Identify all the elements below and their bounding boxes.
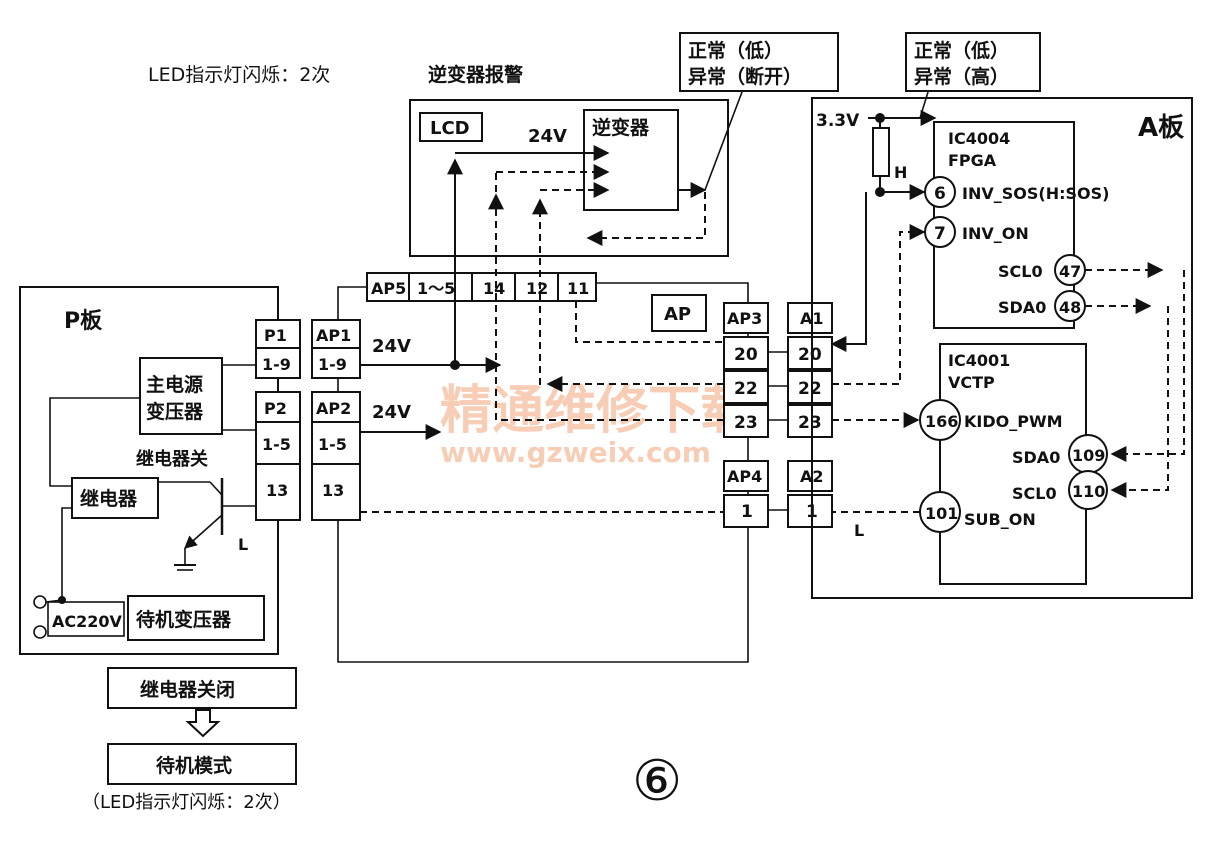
relay-closed-text: 继电器关闭 [140, 678, 235, 701]
inverter-label: 逆变器 [592, 116, 650, 139]
p2-pin13: 13 [266, 481, 288, 500]
a1-pin-22: 22 [798, 379, 822, 399]
led-note-text: （LED指示灯闪烁：2次） [82, 792, 291, 813]
ap3-pin-23: 23 [734, 413, 758, 433]
pin6-number: 6 [934, 184, 946, 204]
relay-off-caption: 继电器关 [136, 448, 208, 470]
pin109-number: 109 [1072, 446, 1105, 465]
ap5-pin-1-5: 1～5 [417, 279, 455, 298]
ac220v-label: AC220V [52, 612, 123, 631]
ap5-connector: AP5 1～5 14 12 11 [366, 272, 597, 302]
pin109-label: SDA0 [1012, 448, 1060, 467]
a1-pin-20: 20 [798, 345, 822, 365]
ap4-connector: AP4 1 [723, 460, 769, 528]
ap5-pin-12: 12 [526, 279, 548, 298]
inverter-status-box: 正常（低） 异常（断开） [679, 32, 839, 92]
ap1-pins: 1-9 [318, 355, 347, 374]
ap3-pin-22: 22 [734, 379, 758, 399]
led-blink-caption: LED指示灯闪烁：2次 [148, 64, 330, 86]
ap2-pins: 1-5 [318, 435, 347, 454]
pin166-number: 166 [925, 412, 958, 431]
p-board-title: P板 [64, 309, 103, 334]
a2-connector: A2 1 [787, 460, 833, 528]
pin47-label: SCL0 [998, 262, 1043, 281]
a-board-title: A板 [1138, 113, 1184, 143]
a-board: A板 [811, 97, 1193, 599]
main-transformer-line1: 主电源 [146, 373, 203, 396]
normal-low-text-2: 正常（低） [914, 39, 1009, 62]
ap5-label: AP5 [371, 279, 406, 298]
lcd-label: LCD [430, 118, 470, 139]
ap1-connector: AP1 1-9 [311, 319, 361, 379]
resistor-level-label: H [894, 163, 907, 182]
pin101-number: 101 [925, 504, 958, 523]
ap5-pin-14: 14 [483, 279, 505, 298]
pin47-number: 47 [1059, 262, 1081, 281]
ic4004-type: FPGA [948, 151, 997, 170]
ap2-connector: AP2 1-5 13 [311, 391, 361, 521]
sub-on-level-label: L [854, 521, 864, 540]
inverter-alarm-caption: 逆变器报警 [428, 63, 523, 86]
p1-connector: P1 1-9 [255, 319, 301, 379]
pin6-label: INV_SOS(H:SOS) [962, 184, 1109, 203]
ap1-24v-label: 24V [372, 336, 411, 357]
lcd-module: LCD 24V 逆变器 [409, 99, 729, 257]
abnormal-open-text: 异常（断开） [688, 65, 802, 88]
pin48-label: SDA0 [998, 298, 1046, 317]
ap1-label: AP1 [316, 326, 351, 345]
p2-pins: 1-5 [262, 435, 291, 454]
ic4004-name: IC4004 [948, 129, 1010, 148]
ap5-pin-11: 11 [567, 279, 589, 298]
ap3-pin-20: 20 [734, 345, 758, 365]
pin48-number: 48 [1059, 298, 1081, 317]
ap4-label: AP4 [727, 467, 762, 486]
relay-label: 继电器 [80, 487, 138, 510]
ic4004-chip: IC4004 FPGA 6 INV_SOS(H:SOS) 7 INV_ON SC… [924, 121, 1109, 329]
ap2-24v-label: 24V [372, 402, 411, 423]
ic4001-chip: IC4001 VCTP 166 KIDO_PWM SDA0 109 SCL0 1… [919, 343, 1108, 585]
pin7-label: INV_ON [962, 224, 1029, 243]
ap-label: AP [664, 304, 691, 325]
relay-closed-box: 继电器关闭 [107, 667, 297, 709]
pin7-number: 7 [934, 224, 946, 244]
ap2-pin13: 13 [322, 481, 344, 500]
p2-connector: P2 1-5 13 [255, 391, 301, 521]
abnormal-high-text: 异常（高） [914, 65, 1009, 88]
a1-pin-23: 23 [798, 413, 822, 433]
p1-label: P1 [264, 326, 287, 345]
watermark-url: www.gzweix.com [440, 436, 711, 469]
main-transformer-line2: 变压器 [146, 400, 204, 423]
p2-label: P2 [264, 399, 287, 418]
standby-mode-box: 待机模式 [107, 743, 297, 785]
p1-pins: 1-9 [262, 355, 291, 374]
normal-low-text: 正常（低） [688, 39, 783, 62]
pin101-label: SUB_ON [964, 510, 1036, 529]
pin110-number: 110 [1072, 482, 1105, 501]
watermark-text: 精通维修下载 [440, 380, 752, 441]
figure-number: ⑥ [632, 749, 682, 814]
p-board: P板 主电源 变压器 继电器 待机变压器 AC220V [19, 286, 279, 655]
ap2-label: AP2 [316, 399, 351, 418]
ic4001-type: VCTP [948, 373, 995, 392]
pin166-label: KIDO_PWM [964, 412, 1063, 431]
a1-connector: A1 20 22 23 [787, 302, 833, 438]
pin110-label: SCL0 [1012, 484, 1057, 503]
standby-transformer-label: 待机变压器 [136, 608, 232, 631]
transistor-level-label: L [238, 535, 248, 554]
v33-label: 3.3V [816, 111, 860, 131]
ap4-pin: 1 [741, 502, 753, 522]
lcd-24v-label: 24V [528, 126, 567, 147]
down-arrow-icon [185, 709, 221, 738]
standby-mode-text: 待机模式 [156, 754, 232, 777]
ic4001-name: IC4001 [948, 351, 1010, 370]
ap3-connector: AP3 20 22 23 [723, 302, 769, 438]
ap3-label: AP3 [727, 309, 762, 328]
sos-status-box: 正常（低） 异常（高） [905, 32, 1041, 92]
